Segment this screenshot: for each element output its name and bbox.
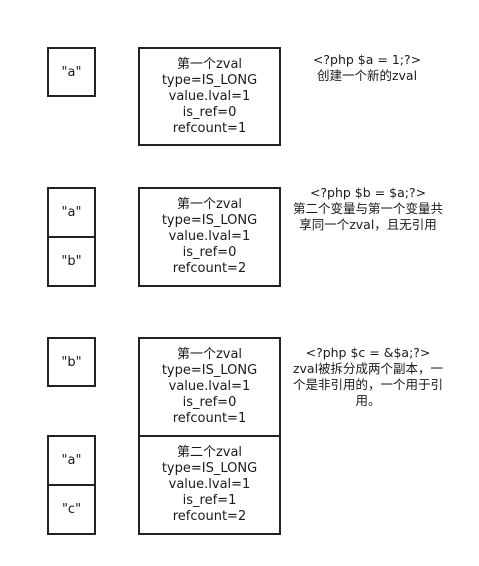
zval-name: 第一个zval <box>176 197 243 212</box>
zval-name: 第一个zval <box>176 347 243 362</box>
zval-type: type=IS_LONG <box>161 72 258 88</box>
zval-value: value.lval=1 <box>168 477 251 492</box>
variable-box-b: "b" <box>47 337 96 387</box>
zval-refcount: refcount=1 <box>172 411 247 426</box>
variable-box-a: "a" <box>47 435 96 486</box>
zval-value: value.lval=1 <box>168 88 251 104</box>
php-code: <?php $c = &$a;?> <box>305 345 431 360</box>
variable-label: "a" <box>61 205 82 220</box>
zval-box-first: 第一个zval type=IS_LONG value.lval=1 is_ref… <box>138 337 281 437</box>
variable-box-a: "a" <box>47 187 96 238</box>
note-text: 创建一个新的zval <box>316 68 418 83</box>
zval-value: value.lval=1 <box>168 229 251 244</box>
note-text: 享同一个zval，且无引用 <box>299 217 437 232</box>
code-note: <?php $b = $a;?> 第二个变量与第一个变量共 享同一个zval，且… <box>284 185 452 233</box>
variable-label: "c" <box>61 502 82 517</box>
variable-label: "a" <box>61 64 82 80</box>
zval-name: 第二个zval <box>176 445 243 460</box>
variable-label: "b" <box>61 254 82 269</box>
zval-is-ref: is_ref=0 <box>182 395 237 410</box>
zval-is-ref: is_ref=0 <box>182 104 237 120</box>
note-text: 第二个变量与第一个变量共 <box>292 201 443 216</box>
zval-value: value.lval=1 <box>168 379 251 394</box>
note-text: 用。 <box>355 393 381 408</box>
variable-label: "b" <box>61 354 82 370</box>
php-code: <?php $a = 1;?> <box>312 52 422 67</box>
variable-box-c: "c" <box>47 484 96 535</box>
zval-is-ref: is_ref=1 <box>182 493 237 508</box>
zval-type: type=IS_LONG <box>161 213 258 228</box>
php-code: <?php $b = $a;?> <box>309 185 427 200</box>
zval-refcount: refcount=2 <box>172 261 247 276</box>
zval-type: type=IS_LONG <box>161 363 258 378</box>
note-text: zval被拆分成两个副本，一 <box>292 361 444 376</box>
zval-box-second: 第二个zval type=IS_LONG value.lval=1 is_ref… <box>138 435 281 535</box>
code-note: <?php $c = &$a;?> zval被拆分成两个副本，一 个是非引用的，… <box>284 345 452 409</box>
zval-box-first: 第一个zval type=IS_LONG value.lval=1 is_ref… <box>138 187 281 287</box>
zval-box-first: 第一个zval type=IS_LONG value.lval=1 is_ref… <box>138 47 281 146</box>
zval-type: type=IS_LONG <box>161 461 258 476</box>
note-text: 个是非引用的，一个用于引 <box>292 377 443 392</box>
variable-box-a: "a" <box>47 47 96 97</box>
zval-is-ref: is_ref=0 <box>182 245 237 260</box>
variable-box-b: "b" <box>47 236 96 287</box>
variable-label: "a" <box>61 453 82 468</box>
zval-name: 第一个zval <box>176 56 243 72</box>
code-note: <?php $a = 1;?> 创建一个新的zval <box>285 52 449 84</box>
zval-refcount: refcount=1 <box>172 120 247 136</box>
zval-refcount: refcount=2 <box>172 509 247 524</box>
